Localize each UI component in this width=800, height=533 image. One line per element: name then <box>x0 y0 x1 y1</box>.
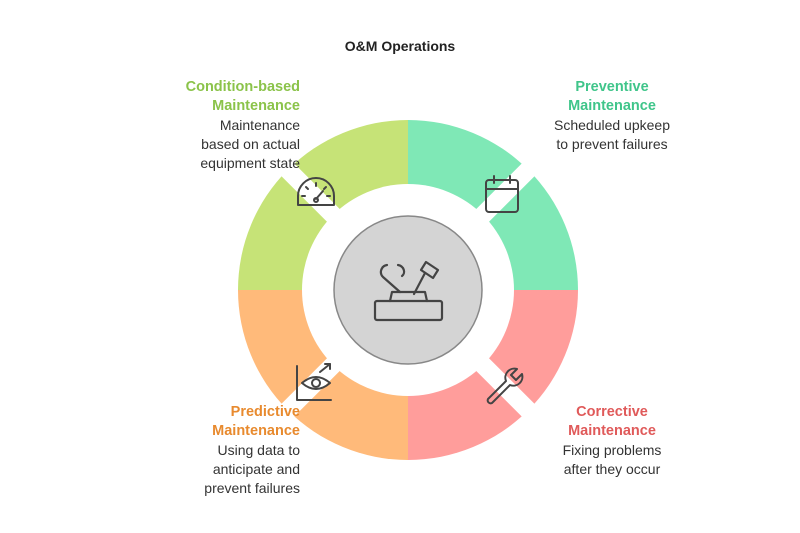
label-condition: Condition-based Maintenance Maintenance … <box>100 78 300 173</box>
center-hub <box>333 215 483 365</box>
segment-title: Condition-based Maintenance <box>185 79 300 114</box>
label-predictive: Predictive Maintenance Using data to ant… <box>100 403 300 498</box>
wrench-icon <box>486 367 524 405</box>
label-preventive: Preventive Maintenance Scheduled upkeep … <box>512 78 712 154</box>
segment-title: Corrective Maintenance <box>568 404 656 439</box>
segment-title: Preventive Maintenance <box>568 79 656 114</box>
diagram-title: O&M Operations <box>344 38 456 54</box>
label-corrective: Corrective Maintenance Fixing problems a… <box>512 403 712 479</box>
eye-chart-icon <box>296 363 332 401</box>
segment-description: Maintenance based on actual equipment st… <box>200 117 300 171</box>
gauge-icon <box>297 177 335 206</box>
toolbox-icon <box>373 260 444 322</box>
segment-title: Predictive Maintenance <box>212 404 300 439</box>
segment-description: Fixing problems after they occur <box>562 442 662 477</box>
segment-description: Scheduled upkeep to prevent failures <box>554 117 670 152</box>
segment-description: Using data to anticipate and prevent fai… <box>204 442 300 496</box>
calendar-icon <box>485 175 519 213</box>
